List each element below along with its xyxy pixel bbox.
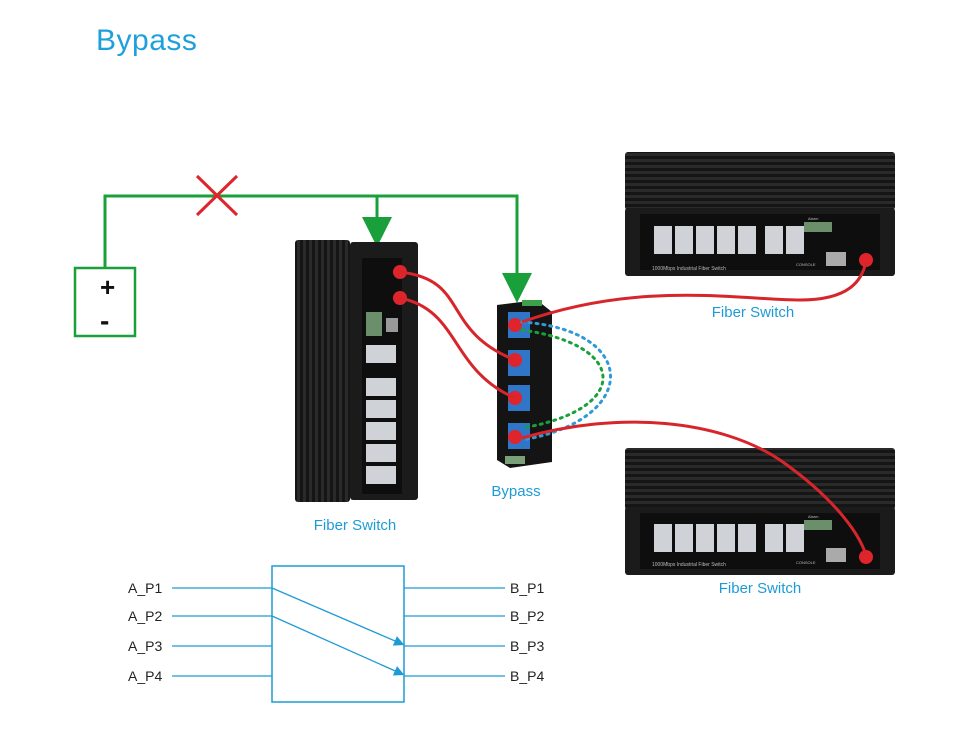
fiber-switch-bottom-label: Fiber Switch bbox=[719, 580, 802, 597]
power-plus: + bbox=[100, 272, 115, 302]
power-minus: - bbox=[100, 305, 109, 336]
device-model-bottom: 1000Mbps Industrial Fiber Switch bbox=[652, 562, 726, 568]
fiber-switch-bottom-device bbox=[625, 448, 895, 575]
port-a-p4: A_P4 bbox=[128, 668, 162, 684]
console-label-bottom: CONSOLE bbox=[796, 560, 816, 565]
bypass-label: Bypass bbox=[491, 483, 540, 500]
device-model-top: 1000Mbps Industrial Fiber Switch bbox=[652, 266, 726, 272]
alarm-label-top: Alarm bbox=[808, 216, 819, 221]
fiber-switch-left-device bbox=[295, 240, 418, 502]
bypass-logic-diagram: A_P1 A_P2 A_P3 A_P4 B_P1 B_P2 B_P3 B_P4 bbox=[128, 565, 544, 703]
port-b-p2: B_P2 bbox=[510, 608, 544, 624]
port-b-p3: B_P3 bbox=[510, 638, 544, 654]
fiber-switch-top-device bbox=[625, 152, 895, 276]
port-b-p1: B_P1 bbox=[510, 580, 544, 596]
port-b-p4: B_P4 bbox=[510, 668, 544, 684]
port-a-p3: A_P3 bbox=[128, 638, 162, 654]
alarm-label-bottom: Alarm bbox=[808, 514, 819, 519]
port-a-p1: A_P1 bbox=[128, 580, 162, 596]
port-a-p2: A_P2 bbox=[128, 608, 162, 624]
power-supply: + - bbox=[73, 266, 137, 338]
cut-x-mark bbox=[195, 174, 239, 217]
power-lines bbox=[103, 194, 532, 303]
page-title: Bypass bbox=[96, 24, 198, 57]
console-label-top: CONSOLE bbox=[796, 262, 816, 267]
fiber-switch-top-label: Fiber Switch bbox=[712, 304, 795, 321]
fiber-switch-left-label: Fiber Switch bbox=[314, 517, 397, 534]
fiber-cables bbox=[399, 261, 868, 556]
bypass-device bbox=[497, 300, 552, 468]
